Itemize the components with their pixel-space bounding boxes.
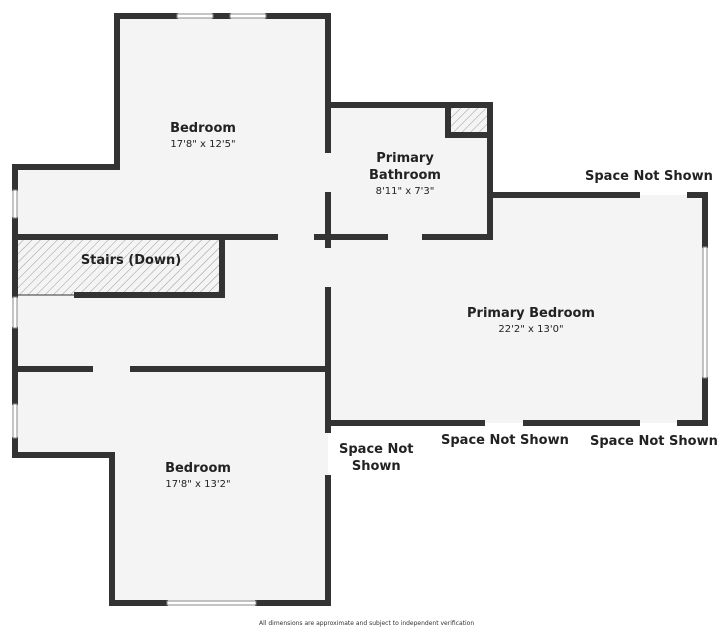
room-label-bedroom-top: Bedroom 17'8" x 12'5": [170, 120, 236, 152]
room-label-primary-bathroom: Primary Bathroom 8'11" x 7'3": [369, 150, 441, 199]
space-not-shown-bottom-right: Space Not Shown: [590, 434, 718, 449]
room-name: Bedroom: [165, 461, 231, 476]
space-not-shown-left: Space Not Shown: [339, 441, 414, 475]
room-dimensions: 8'11" x 7'3": [375, 186, 435, 197]
room-dimensions: 17'8" x 13'2": [165, 479, 231, 490]
windows: [12, 13, 708, 606]
room-name-line2: Bathroom: [369, 168, 441, 183]
space-not-shown-top-right: Space Not Shown: [585, 169, 713, 184]
walls: [12, 13, 708, 606]
space-not-shown-line1: Space Not: [339, 442, 414, 457]
room-name-line1: Primary: [376, 151, 434, 166]
space-not-shown-line2: Shown: [351, 459, 401, 474]
room-dimensions: 17'8" x 12'5": [170, 139, 236, 150]
room-dimensions: 22'2" x 13'0": [498, 324, 564, 335]
room-label-bedroom-bottom: Bedroom 17'8" x 13'2": [165, 460, 231, 492]
bathroom-closet: [451, 108, 487, 134]
room-label-primary-bedroom: Primary Bedroom 22'2" x 13'0": [467, 305, 595, 337]
floor-area: [15, 16, 705, 603]
stairs-area: [18, 240, 222, 295]
disclaimer-footer: All dimensions are approximate and subje…: [259, 620, 475, 627]
room-name: Primary Bedroom: [467, 306, 595, 321]
room-name: Stairs (Down): [80, 253, 182, 268]
room-name: Bedroom: [170, 121, 236, 136]
room-label-stairs: Stairs (Down): [81, 252, 181, 269]
space-not-shown-bottom-middle: Space Not Shown: [441, 433, 569, 448]
